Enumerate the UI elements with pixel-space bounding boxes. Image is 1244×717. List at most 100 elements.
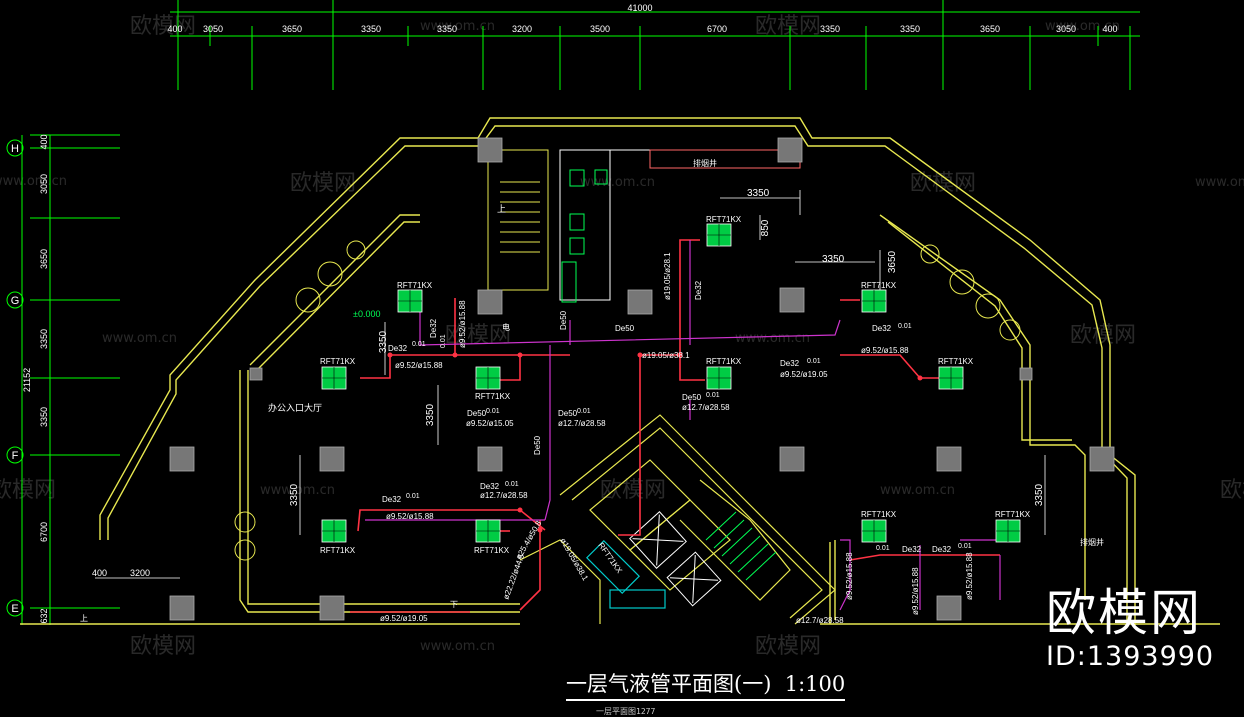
dim-label: 3350 <box>820 24 840 34</box>
indoor-unit-rotated: RFT71KX <box>596 541 624 575</box>
dim-label: 3350 <box>747 188 770 199</box>
pipe-label: ø12.7/ø28.58 <box>480 491 528 500</box>
unit-label: RFT71KX <box>474 546 510 555</box>
pipe-joints <box>387 352 923 533</box>
core-structure <box>487 149 801 301</box>
watermark-url: www.om.cn <box>880 483 955 498</box>
pipe-label: ø9.52/ø15.88 <box>845 552 854 600</box>
inner-dimension-labels: 3350 3350 3650 850 3350 3350 3350 3350 4… <box>92 188 1045 578</box>
watermark-url: www.om.cn <box>420 639 495 654</box>
dimension-chain-left <box>21 134 120 625</box>
pipe-label: 0.01 <box>440 334 447 348</box>
pipe-label: ø9.52/ø19.05 <box>780 370 828 379</box>
dim-label: 3350 <box>39 407 49 427</box>
dim-label: 3050 <box>39 174 49 194</box>
pipe-label: De32 <box>388 344 408 353</box>
toilet-fixtures <box>561 169 608 303</box>
dim-label: 3350 <box>378 330 389 353</box>
watermark-text: 欧模网 <box>1070 323 1136 348</box>
pipe-label: ø12.7/ø28.58 <box>796 616 844 625</box>
pipe-label: 0.01 <box>486 408 500 415</box>
dimension-labels-left: 21152 400 3050 3650 3350 3350 6700 632 <box>22 134 49 623</box>
pipe-label: De32 <box>480 482 500 491</box>
watermark-text: 欧模网 <box>290 171 356 196</box>
dim-label: 3500 <box>590 24 610 34</box>
watermark-url: www.om.cn <box>102 331 177 346</box>
dim-label: 850 <box>760 219 771 236</box>
watermark-url: www.om.cn <box>260 483 335 498</box>
dim-label: 632 <box>39 608 49 623</box>
watermark-text: 欧模网 <box>755 634 821 659</box>
watermark-url: www.om.cn <box>1045 19 1120 34</box>
dim-label: 3350 <box>289 483 300 506</box>
indoor-unit: RFT71KX <box>397 281 433 313</box>
drawing-title: 一层气液管平面图(一) 1:100 <box>566 668 846 701</box>
dim-total: 21152 <box>22 368 32 392</box>
indoor-unit: RFT71KX <box>995 510 1031 543</box>
refrigerant-pipes <box>350 239 1000 613</box>
pipe-label: 0.01 <box>412 341 426 348</box>
dim-label: 400 <box>167 24 182 34</box>
unit-label: RFT71KX <box>706 215 742 224</box>
room-label: 电 <box>502 322 510 332</box>
drawing-subtitle: 一层平面图1277 <box>596 707 656 716</box>
unit-label: RFT71KX <box>320 546 356 555</box>
unit-label: RFT71KX <box>938 357 974 366</box>
pipe-label: ø9.52/ø15.88 <box>458 300 467 348</box>
pipe-label: De50 <box>682 393 702 402</box>
watermark-url: www.om.cn <box>420 19 495 34</box>
pipe-label: De32 <box>429 318 438 338</box>
dim-label: 3050 <box>1056 24 1076 34</box>
room-label: 排烟井 <box>1080 537 1104 547</box>
dim-label: 3350 <box>425 403 436 426</box>
unit-label: RFT71KX <box>596 541 624 575</box>
grid-axis-bubble <box>6 139 24 157</box>
pipe-label: De50 <box>559 310 568 330</box>
dimension-chain-top <box>170 0 1140 90</box>
grid-axis-bubble <box>6 446 24 464</box>
dim-label: 3650 <box>39 249 49 269</box>
indoor-unit: RFT71KX <box>706 357 742 390</box>
unit-label: RFT71KX <box>861 510 897 519</box>
pipe-label: ø9.52/ø15.88 <box>386 512 434 521</box>
dim-label: 3350 <box>900 24 920 34</box>
watermark-text: 欧模网 <box>755 14 821 39</box>
pipe-label: De50 <box>558 409 578 418</box>
unit-label: RFT71KX <box>706 357 742 366</box>
pipe-label: ø9.52/ø19.05 <box>380 614 428 623</box>
grid-axis-bubble <box>6 291 24 309</box>
grid-axis-label: H <box>11 143 19 155</box>
dim-label: 400 <box>1102 24 1117 34</box>
drawing-title-text: 一层气液管平面图(一) <box>566 672 772 696</box>
watermark-text: 欧模网 <box>130 634 196 659</box>
room-labels: 办公入口大厅 排烟井 排烟井 上 上 下 电 ±0.000 <box>80 158 1104 623</box>
pipe-label: ø12.7/ø28.58 <box>558 419 606 428</box>
pipe-label: De32 <box>382 495 402 504</box>
watermark-block: 欧模网 ID:1393990 <box>1046 585 1214 673</box>
watermark-text: 欧模网 <box>910 171 976 196</box>
room-label: 下 <box>450 600 458 609</box>
structural-columns <box>169 137 1115 621</box>
pipe-label: 0.01 <box>876 545 890 552</box>
dim-label: 3650 <box>887 250 898 273</box>
indoor-unit: RFT71KX <box>861 281 897 313</box>
grid-axis-bubble <box>6 599 24 617</box>
pipe-label: De32 <box>694 280 703 300</box>
pipe-label: ø9.52/ø15.05 <box>466 419 514 428</box>
dim-label: 400 <box>92 568 107 578</box>
watermark-url: www.om.cn <box>580 175 655 190</box>
pipe-label: ø9.52/ø15.88 <box>395 361 443 370</box>
indoor-unit: RFT71KX <box>474 519 510 555</box>
level-marker: ±0.000 <box>353 309 380 319</box>
drain-pipes <box>365 240 1001 611</box>
pipe-label: De32 <box>932 545 952 554</box>
watermark-text: 欧模网 <box>600 478 666 503</box>
watermark-id: ID:1393990 <box>1046 641 1215 672</box>
dim-label: 3050 <box>203 24 223 34</box>
pipe-label: ø9.52/ø15.88 <box>861 346 909 355</box>
unit-label: RFT71KX <box>475 392 511 401</box>
dim-label: 3350 <box>361 24 381 34</box>
pipe-label: De50 <box>615 324 635 333</box>
unit-label: RFT71KX <box>320 357 356 366</box>
pipe-label: De32 <box>872 324 892 333</box>
